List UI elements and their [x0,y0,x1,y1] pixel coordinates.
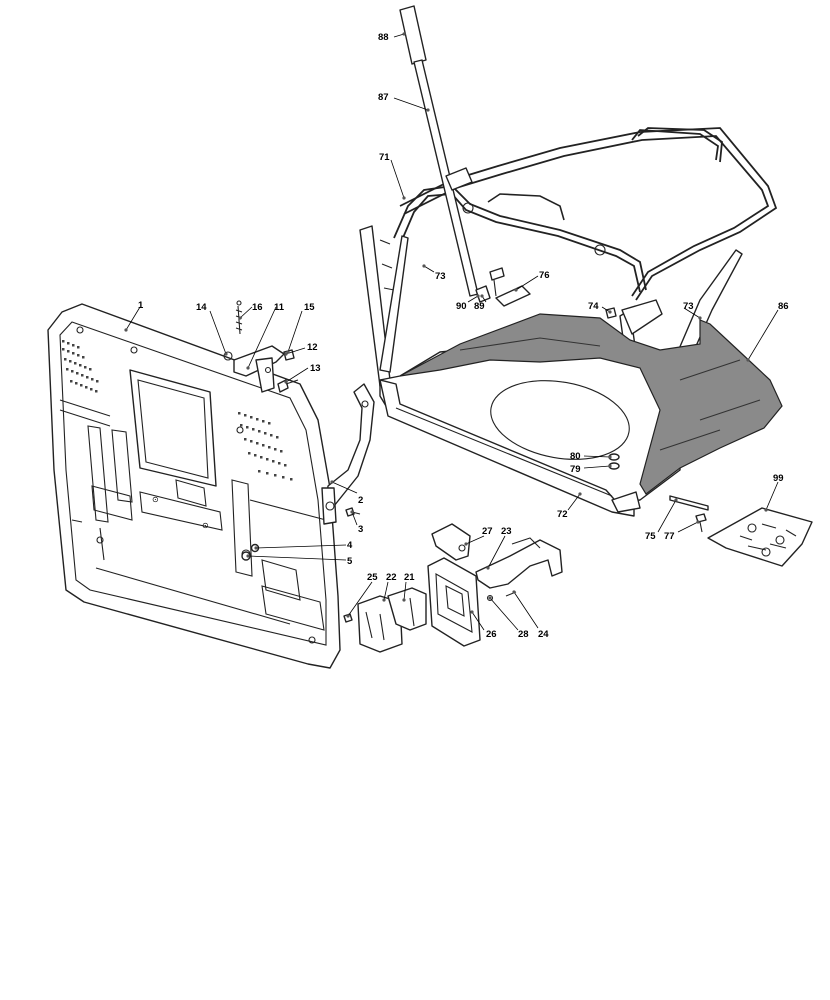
label-77: 77 [664,531,675,542]
switch-plate [427,557,494,647]
label-87: 87 [378,92,389,103]
label-79: 79 [570,464,581,475]
rear-panel: ⊙ ⊙ [47,303,341,669]
label-14: 14 [196,302,207,313]
label-11: 11 [274,302,285,313]
label-27: 27 [482,526,493,537]
label-5: 5 [347,556,353,567]
svg-text:⊙: ⊙ [152,495,159,504]
label-3: 3 [358,524,363,535]
small-parts [475,267,813,567]
leader-lines [124,32,779,631]
label-86: 86 [778,301,789,312]
arm-bracket [321,383,375,525]
label-88: 88 [378,32,389,43]
label-1: 1 [138,300,144,311]
grass-bag [399,313,783,495]
label-80: 80 [570,451,581,462]
label-24: 24 [538,629,549,640]
label-73-left: 73 [435,271,446,282]
label-75: 75 [645,531,656,542]
switch-block [343,587,427,653]
label-26: 26 [486,629,497,640]
label-90: 90 [456,301,467,312]
label-15: 15 [304,302,315,313]
label-21: 21 [404,572,415,583]
label-23: 23 [501,526,512,537]
part-labels: 1 2 3 4 5 11 12 13 14 15 16 21 22 23 24 … [138,32,789,640]
label-13: 13 [310,363,321,374]
label-2: 2 [358,495,363,506]
label-28: 28 [518,629,529,640]
dump-lever [399,5,479,297]
label-25: 25 [367,572,378,583]
label-74: 74 [588,301,599,312]
label-16: 16 [252,302,263,313]
label-4: 4 [347,540,353,551]
label-76: 76 [539,270,550,281]
label-72: 72 [557,509,568,520]
svg-text:⊙: ⊙ [202,521,209,530]
label-73-right: 73 [683,301,694,312]
label-22: 22 [386,572,397,583]
label-89: 89 [474,301,485,312]
label-71: 71 [379,152,390,163]
label-99: 99 [773,473,784,484]
label-12: 12 [307,342,318,353]
